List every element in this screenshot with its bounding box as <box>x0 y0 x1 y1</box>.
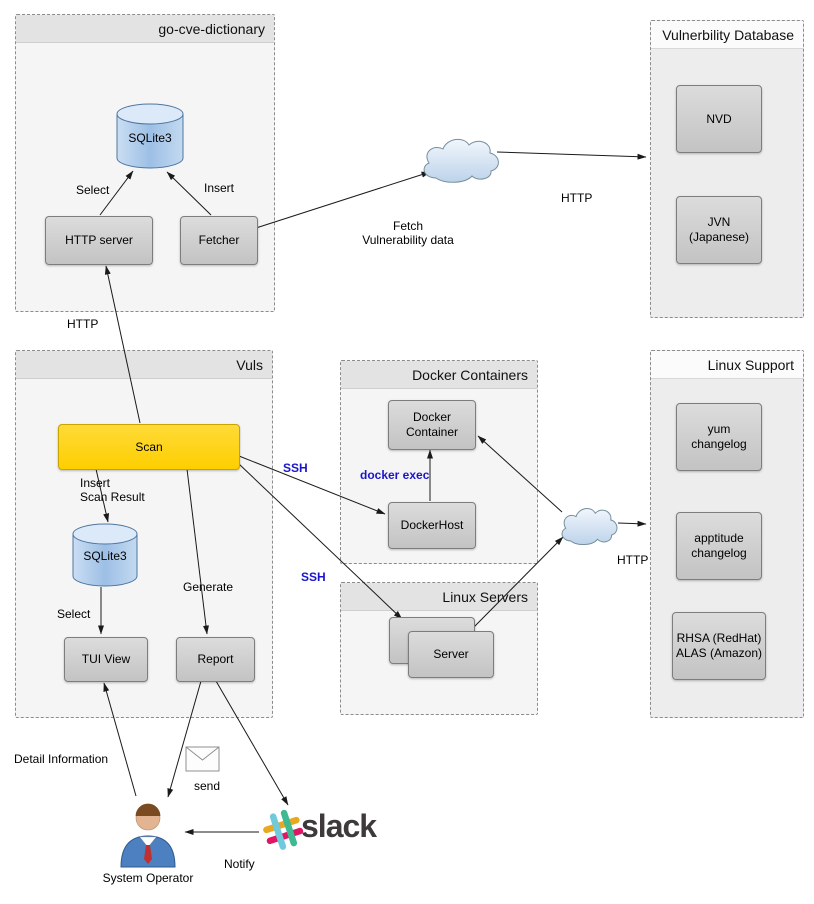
node-label: Fetcher <box>198 233 240 247</box>
mail-envelope-icon <box>185 746 220 772</box>
slack-wordmark: slack <box>301 808 377 844</box>
node-label: Server <box>433 647 469 661</box>
node-label: JVN <box>707 215 731 229</box>
node-label: ALAS (Amazon) <box>675 646 763 660</box>
system-operator-icon <box>120 803 176 868</box>
node-fetcher: Fetcher <box>180 216 258 265</box>
group-title: Docker Containers <box>412 366 528 383</box>
node-apptitude-changelog: apptitude changelog <box>676 512 762 580</box>
edge-label-notify: Notify <box>224 857 255 871</box>
node-label: Docker <box>412 410 451 424</box>
node-label: TUI View <box>81 652 131 666</box>
edge-label-http-vulndb: HTTP <box>561 191 593 205</box>
node-report: Report <box>176 637 255 682</box>
group-title: Linux Support <box>707 356 794 373</box>
node-rhsa-alas: RHSA (RedHat) ALAS (Amazon) <box>672 612 766 680</box>
group-header: Vulnerbility Database <box>651 21 803 49</box>
node-label: Container <box>405 425 459 439</box>
group-go-cve-dictionary: go-cve-dictionary <box>15 14 275 312</box>
node-label: Report <box>197 652 234 666</box>
edge-label-http-linux-support: HTTP <box>617 553 649 567</box>
node-label: yum <box>707 422 731 436</box>
group-header: Linux Support <box>651 351 803 379</box>
edge-label-docker-exec: docker exec <box>360 468 430 482</box>
node-label: DockerHost <box>400 518 464 532</box>
edge-label-insert: Insert <box>204 181 235 195</box>
group-vulnerability-database: Vulnerbility Database <box>650 20 804 318</box>
node-docker-host: DockerHost <box>388 502 476 549</box>
node-server: Server <box>408 631 494 678</box>
node-http-server: HTTP server <box>45 216 153 265</box>
system-operator-label: System Operator <box>102 871 194 885</box>
node-jvn: JVN (Japanese) <box>676 196 762 264</box>
internet-cloud-icon <box>424 139 498 182</box>
edge-label-detail-information: Detail Information <box>14 752 109 766</box>
arrow-http-linux-support <box>617 520 647 527</box>
edge-label-line: Vulnerability data <box>362 233 454 247</box>
node-yum-changelog: yum changelog <box>676 403 762 471</box>
edge-label-http-scan: HTTP <box>67 317 99 331</box>
node-label: Scan <box>135 439 163 454</box>
edge-label-ssh-docker: SSH <box>283 461 308 475</box>
edge-label-generate: Generate <box>183 580 234 594</box>
node-scan: Scan <box>58 424 240 470</box>
edge-label-select: Select <box>76 183 110 197</box>
group-title: Vuls <box>236 356 263 373</box>
edge-label-insert-scan-result: Insert Scan Result <box>80 476 145 504</box>
group-header: go-cve-dictionary <box>16 15 274 43</box>
node-label: (Japanese) <box>688 230 750 244</box>
node-label: apptitude <box>694 531 744 545</box>
edge-label-fetch: Fetch Vulnerability data <box>328 219 488 247</box>
arrow-http-to-vulndb <box>496 151 647 160</box>
node-docker-container: Docker Container <box>388 400 476 450</box>
internet-cloud-icon <box>562 508 617 544</box>
node-sqlite3-vuls-label: SQLite3 <box>83 549 127 563</box>
edge-label-ssh-linux: SSH <box>301 570 326 584</box>
group-header: Docker Containers <box>341 361 537 389</box>
edge-label-line: Scan Result <box>80 490 145 504</box>
node-label: changelog <box>691 546 747 560</box>
group-title: go-cve-dictionary <box>158 20 265 37</box>
node-label: RHSA (RedHat) <box>676 631 762 645</box>
node-sqlite3-cve-label: SQLite3 <box>128 131 172 145</box>
group-title: Vulnerbility Database <box>662 26 794 43</box>
group-header: Vuls <box>16 351 272 379</box>
node-nvd: NVD <box>676 85 762 153</box>
edge-label-select-tui: Select <box>57 607 91 621</box>
node-label: changelog <box>691 437 747 451</box>
edge-label-send: send <box>194 779 221 793</box>
edge-label-line: Insert <box>80 476 111 490</box>
slack-logo-icon <box>263 809 304 850</box>
group-header: Linux Servers <box>341 583 537 611</box>
node-label: NVD <box>706 111 732 126</box>
node-label: HTTP server <box>65 233 133 247</box>
node-tui-view: TUI View <box>64 637 148 682</box>
group-title: Linux Servers <box>442 588 528 605</box>
edge-label-line: Fetch <box>392 219 423 233</box>
